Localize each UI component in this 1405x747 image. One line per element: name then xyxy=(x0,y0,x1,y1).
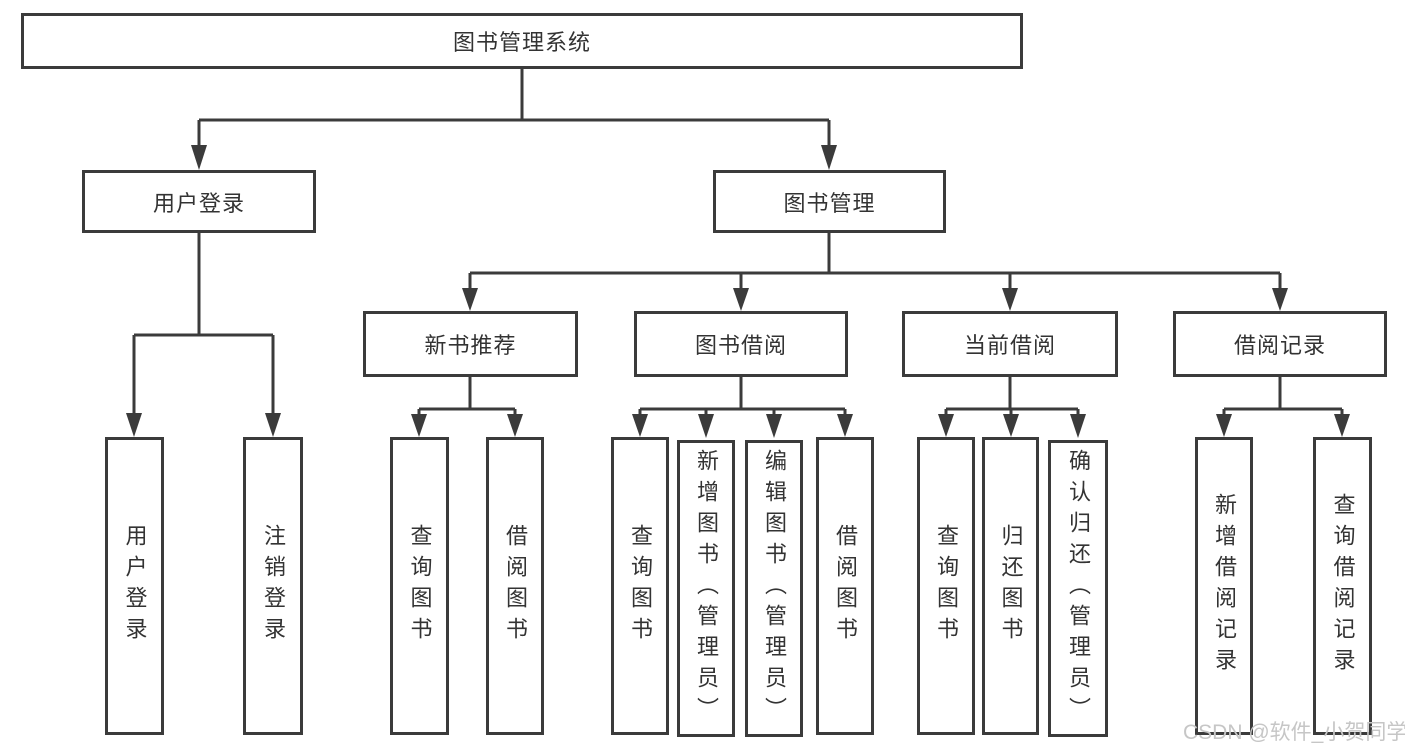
leaf-br-query-record-label: 查询借阅记录 xyxy=(1330,493,1356,679)
node-new-book-recommend: 新书推荐 xyxy=(363,311,578,377)
node-book-management: 图书管理 xyxy=(713,170,946,233)
leaf-logout-label: 注销登录 xyxy=(261,524,286,648)
connector-root-to-level2 xyxy=(197,68,831,148)
leaf-user-login: 用户登录 xyxy=(105,437,164,735)
node-new-book-recommend-label: 新书推荐 xyxy=(424,333,517,358)
node-user-login: 用户登录 xyxy=(82,170,316,233)
node-borrow-records-label: 借阅记录 xyxy=(1233,333,1326,358)
node-current-borrow-label: 当前借阅 xyxy=(963,333,1056,358)
node-book-borrow: 图书借阅 xyxy=(634,311,848,377)
csdn-watermark: CSDN @软件_小贺同学 xyxy=(1183,721,1405,744)
node-root-system-label: 图书管理系统 xyxy=(452,30,591,55)
leaf-cb-confirm-return-admin: 确认归还（管理员） xyxy=(1048,440,1108,737)
leaf-cb-confirm-return-admin-label: 确认归还（管理员） xyxy=(1066,449,1091,728)
leaf-nbr-borrow-book: 借阅图书 xyxy=(486,437,544,735)
leaf-bb-edit-book-admin-label: 编辑图书（管理员） xyxy=(762,449,787,728)
leaf-br-add-record-label: 新增借阅记录 xyxy=(1212,493,1237,679)
leaf-cb-query-book-label: 查询图书 xyxy=(934,524,959,648)
connector-bookborrow-to-leaves xyxy=(638,377,847,417)
leaf-logout: 注销登录 xyxy=(243,437,303,735)
node-book-borrow-label: 图书借阅 xyxy=(694,333,787,358)
node-user-login-label: 用户登录 xyxy=(152,190,245,216)
leaf-cb-return-book: 归还图书 xyxy=(982,437,1039,735)
leaf-bb-borrow-book-label: 借阅图书 xyxy=(833,524,858,648)
leaf-br-add-record: 新增借阅记录 xyxy=(1195,437,1253,735)
node-book-management-label: 图书管理 xyxy=(783,190,876,216)
node-root-system: 图书管理系统 xyxy=(21,13,1023,69)
leaf-bb-query-book-label: 查询图书 xyxy=(628,524,653,648)
node-borrow-records: 借阅记录 xyxy=(1173,311,1387,377)
leaf-bb-query-book: 查询图书 xyxy=(611,437,669,735)
connector-bookmgmt-to-level3 xyxy=(468,233,1282,290)
leaf-bb-add-book-admin: 新增图书（管理员） xyxy=(677,440,735,737)
leaf-cb-query-book: 查询图书 xyxy=(917,437,975,735)
leaf-nbr-query-book: 查询图书 xyxy=(390,437,449,735)
node-current-borrow: 当前借阅 xyxy=(902,311,1118,377)
leaf-nbr-query-book-label: 查询图书 xyxy=(407,524,433,648)
leaf-bb-borrow-book: 借阅图书 xyxy=(816,437,874,735)
leaf-nbr-borrow-book-label: 借阅图书 xyxy=(503,524,528,648)
leaf-br-query-record: 查询借阅记录 xyxy=(1313,437,1372,735)
connector-newbookrec-to-leaves xyxy=(417,377,517,417)
leaf-bb-edit-book-admin: 编辑图书（管理员） xyxy=(745,440,803,737)
leaf-bb-add-book-admin-label: 新增图书（管理员） xyxy=(694,449,719,728)
connector-userlogin-to-leaves xyxy=(132,233,275,415)
connector-borrowrecords-to-leaves xyxy=(1222,377,1344,417)
leaf-user-login-label: 用户登录 xyxy=(122,524,148,648)
connector-currentborrow-to-leaves xyxy=(944,377,1080,417)
leaf-cb-return-book-label: 归还图书 xyxy=(998,524,1024,648)
arrowheads xyxy=(126,145,1350,438)
